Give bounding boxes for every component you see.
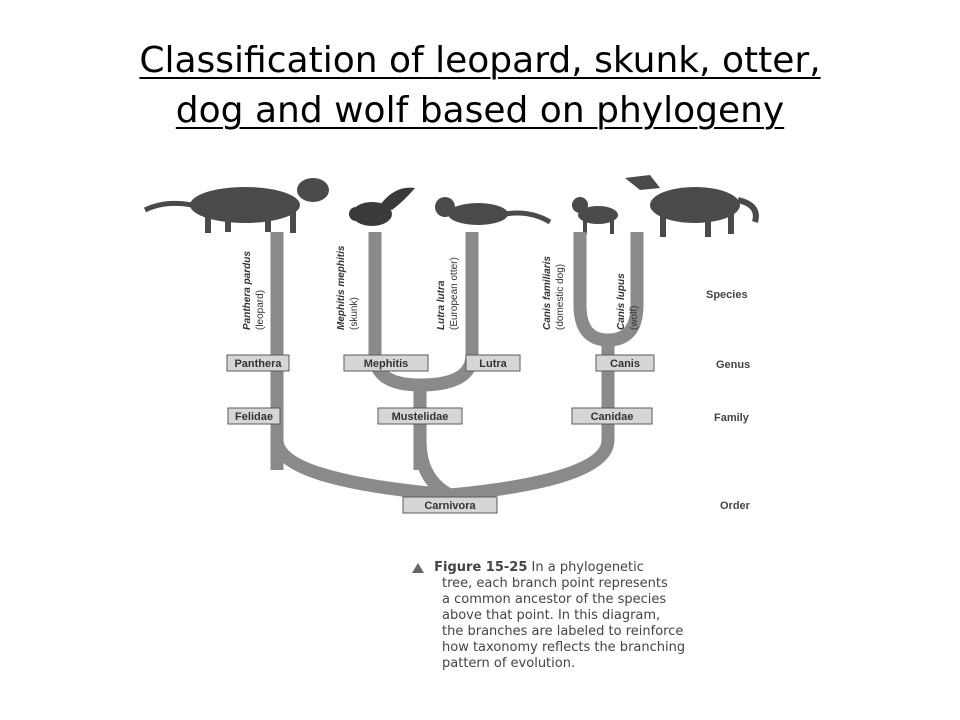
title-line-2: dog and wolf based on phylogeny: [175, 90, 785, 131]
wolf-illustration: [625, 175, 759, 237]
title-line-1: Classification of leopard, skunk, otter,: [139, 40, 821, 81]
dog-illustration: [572, 197, 618, 234]
species-name-2: Lutra lutra: [436, 280, 447, 330]
species-common-2: (European otter): [449, 257, 460, 330]
caption-figure-label: Figure 15-25: [434, 560, 528, 575]
caption-line-0: In a phylogenetic: [531, 560, 644, 575]
genus-box-lutra: [465, 354, 521, 372]
leopard-illustration: [143, 178, 329, 233]
family-label-felidae: Felidae: [235, 411, 273, 423]
genus-box-panthera: [226, 354, 290, 372]
otter-illustration: [435, 197, 552, 225]
family-box-canidae: [571, 407, 653, 425]
slide-title: Classification of leopard, skunk, otter,…: [40, 36, 920, 136]
rank-order: Order: [720, 500, 751, 512]
species-name-0: Panthera pardus: [242, 251, 253, 330]
genus-box-canis: [595, 354, 655, 372]
species-name-4: Canis lupus: [616, 273, 627, 330]
caption-line-1: tree, each branch point represents: [442, 576, 668, 591]
rank-species: Species: [706, 289, 748, 301]
species-name-1: Mephitis mephitis: [336, 245, 347, 330]
genus-label-canis: Canis: [610, 358, 640, 370]
genus-box-mephitis: [343, 354, 429, 372]
caption-line-5: how taxonomy reflects the branching: [442, 640, 686, 655]
family-label-canidae: Canidae: [591, 411, 634, 423]
species-common-3: (domestic dog): [555, 264, 566, 330]
order-label-carnivora: Carnivora: [424, 500, 476, 512]
family-label-mustelidae: Mustelidae: [392, 411, 449, 423]
family-box-mustelidae: [377, 407, 463, 425]
species-name-3: Canis familiaris: [542, 256, 553, 330]
genus-label-lutra: Lutra: [479, 358, 507, 370]
family-box-felidae: [227, 407, 281, 425]
caption-line-4: the branches are labeled to reinforce: [442, 624, 684, 639]
order-box-carnivora: [402, 496, 498, 514]
genus-label-mephitis: Mephitis: [364, 358, 409, 370]
rank-family: Family: [714, 412, 750, 424]
caption-line-3: above that point. In this diagram,: [442, 608, 661, 623]
genus-label-panthera: Panthera: [234, 358, 282, 370]
species-common-4: (wolf): [629, 306, 640, 330]
species-common-1: (skunk): [349, 297, 360, 330]
triangle-icon: [412, 562, 424, 573]
figure-caption: Figure 15-25 In a phylogenetic tree, eac…: [412, 560, 792, 672]
caption-line-2: a common ancestor of the species: [442, 592, 667, 607]
species-common-0: (leopard): [255, 290, 266, 330]
rank-genus: Genus: [716, 359, 750, 371]
caption-line-6: pattern of evolution.: [442, 656, 576, 671]
species-labels: Panthera pardus (leopard) Mephitis mephi…: [242, 245, 640, 330]
skunk-illustration: [349, 187, 415, 226]
